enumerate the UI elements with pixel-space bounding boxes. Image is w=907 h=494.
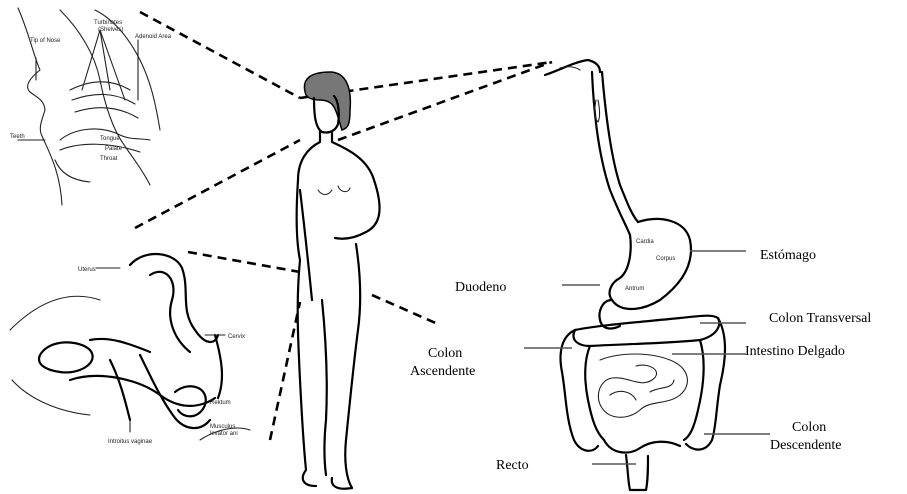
- label-musculus: Musculus: [210, 424, 235, 430]
- label-cardia: Cardia: [636, 239, 654, 245]
- label-tip-of-nose: Tip of Nose: [30, 38, 61, 44]
- label-introitus-vaginae: Introitus vaginae: [108, 439, 153, 445]
- label-uterus: Uterus: [78, 267, 96, 273]
- label-rektum: Rektum: [210, 400, 231, 406]
- label-colon-transversal: Colon Transversal: [769, 311, 871, 326]
- label-estomago: Estómago: [760, 248, 816, 263]
- label-cervix: Cervix: [228, 334, 245, 340]
- pelvic-cross-section: Uterus Cervix Rektum Introitus vaginae M…: [10, 254, 250, 445]
- label-antrum: Antrum: [625, 286, 644, 292]
- label-intestino-delgado: Intestino Delgado: [745, 344, 845, 359]
- label-turbinates: Turbinates: [94, 20, 122, 26]
- label-shelves: (Shelves): [98, 27, 123, 33]
- label-levator-ani: levator ani: [210, 431, 238, 437]
- head-cross-section: Turbinates (Shelves) Tip of Nose Adenoid…: [10, 8, 172, 205]
- label-recto: Recto: [496, 458, 529, 473]
- callout-lines: [135, 12, 552, 440]
- label-colon-descendente-line2: Descendente: [770, 438, 842, 453]
- label-throat: Throat: [100, 156, 118, 162]
- label-tongue: Tongue: [100, 136, 120, 142]
- organ-labels: Estómago Duodeno Colon Transversal Colon…: [410, 248, 871, 473]
- label-duodeno: Duodeno: [455, 280, 506, 295]
- label-adenoid-area: Adenoid Area: [135, 34, 172, 40]
- label-palate: Palate: [105, 146, 123, 152]
- digestive-tract: Cardia Corpus Antrum: [545, 60, 725, 490]
- label-colon-ascendente-line2: Ascendente: [410, 364, 475, 379]
- label-teeth: Teeth: [10, 134, 25, 140]
- label-corpus: Corpus: [656, 256, 675, 262]
- label-colon-ascendente-line1: Colon: [428, 346, 462, 361]
- label-colon-descendente-line1: Colon: [792, 420, 826, 435]
- woman-figure: [297, 72, 380, 489]
